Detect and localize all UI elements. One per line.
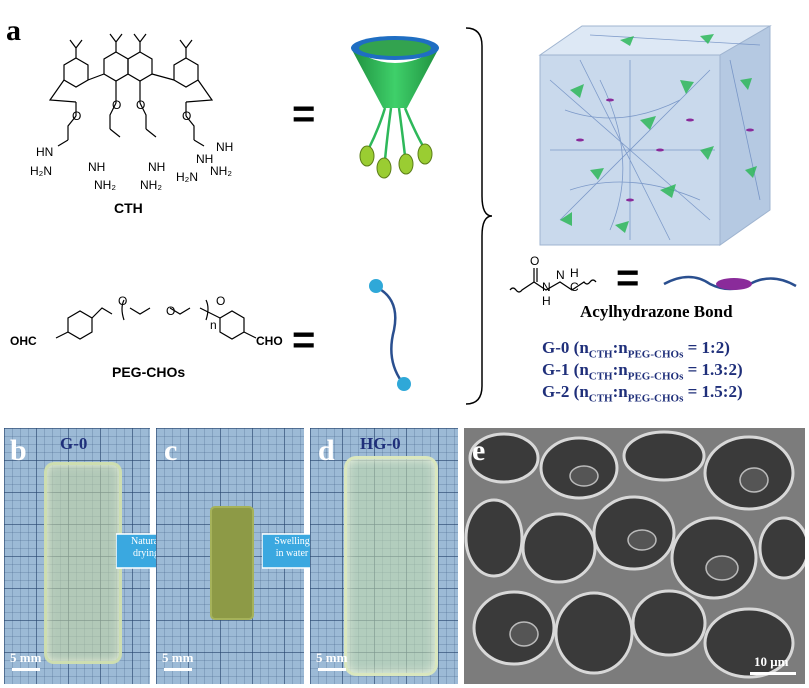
bond-graphic <box>663 275 797 291</box>
peg-left-end: OHC <box>10 334 37 348</box>
cth-nh2-a: NH₂ <box>94 178 116 192</box>
cth-nh-c: NH <box>196 152 214 166</box>
scale-bar-c <box>164 668 192 671</box>
bond-o: O <box>530 254 540 268</box>
panel-letter-b: b <box>10 434 27 467</box>
equals-bond: = <box>616 256 640 300</box>
peg-repeat-n: n <box>210 318 217 332</box>
scale-bar-e <box>750 672 796 675</box>
cth-structure <box>48 33 214 147</box>
cth-nh-b: NH <box>148 160 166 174</box>
cth-h2n-b: H₂N <box>176 170 198 184</box>
equals-peg: = <box>292 318 316 362</box>
bond-c: C <box>570 280 579 294</box>
photo-b-title: G-0 <box>60 434 88 453</box>
equals-cth: = <box>292 92 316 136</box>
scale-label-c: 5 mm <box>162 650 194 665</box>
scale-bar-d <box>318 668 346 671</box>
cth-nh-d: NH <box>216 140 234 154</box>
gel-slab-dried <box>210 506 254 620</box>
peg-label: PEG-CHOs <box>112 364 186 380</box>
cth-hn: HN <box>36 145 54 159</box>
gel-row-g0: G-0 (nCTH:nPEG-CHOs = 1:2) <box>542 338 730 361</box>
peg-o-right: O <box>216 294 226 308</box>
peg-chain-graphic <box>369 279 411 391</box>
cth-label: CTH <box>114 200 143 216</box>
panel-a: a O O O O HN H₂N NH NH₂ NH NH₂ H₂N NH NH <box>6 14 797 405</box>
cth-o1: O <box>72 109 82 123</box>
bond-n1: N <box>542 280 551 294</box>
brace <box>465 27 492 405</box>
cth-nh-a: NH <box>88 160 106 174</box>
gel-slab-g0 <box>44 462 122 664</box>
peg-right-end: CHO <box>256 334 283 348</box>
scale-label-d: 5 mm <box>316 650 348 665</box>
panel-letter-c: c <box>164 434 178 467</box>
gel-row-g2: G-2 (nCTH:nPEG-CHOs = 1.5:2) <box>542 382 743 405</box>
photo-e-sem: e 10 μm <box>464 428 805 684</box>
bond-h2: H <box>570 266 579 280</box>
peg-o-left: O <box>118 294 128 308</box>
panel-letter-a: a <box>6 14 21 47</box>
photo-d: d HG-0 5 mm <box>310 428 458 684</box>
cth-funnel-graphic <box>351 36 439 179</box>
gel-row-g1: G-1 (nCTH:nPEG-CHOs = 1.3:2) <box>542 360 743 383</box>
scale-label-e: 10 μm <box>754 654 789 669</box>
peg-o-mid: O <box>166 304 176 318</box>
bond-h1: H <box>542 294 551 308</box>
gel-slab-hg0 <box>344 456 438 676</box>
scale-label-b: 5 mm <box>10 650 42 665</box>
peg-structure <box>55 299 257 340</box>
scale-bar-b <box>12 668 40 671</box>
bond-structure <box>509 268 597 293</box>
photo-d-title: HG-0 <box>360 434 401 453</box>
cth-o4: O <box>182 109 192 123</box>
gel-list: G-0 (nCTH:nPEG-CHOs = 1:2) G-1 (nCTH:nPE… <box>542 338 743 404</box>
bond-label: Acylhydrazone Bond <box>580 302 733 321</box>
cth-h2n: H₂N <box>30 164 52 178</box>
cth-nh2-b: NH₂ <box>140 178 162 192</box>
panel-letter-e: e <box>472 434 486 467</box>
hydrogel-network-cube <box>538 25 772 246</box>
bond-n2: N <box>556 268 565 282</box>
cth-o2: O <box>112 98 122 112</box>
panel-letter-d: d <box>318 434 335 467</box>
sem-texture <box>464 428 805 684</box>
cth-o3: O <box>136 98 146 112</box>
cth-nh2-d: NH₂ <box>210 164 232 178</box>
